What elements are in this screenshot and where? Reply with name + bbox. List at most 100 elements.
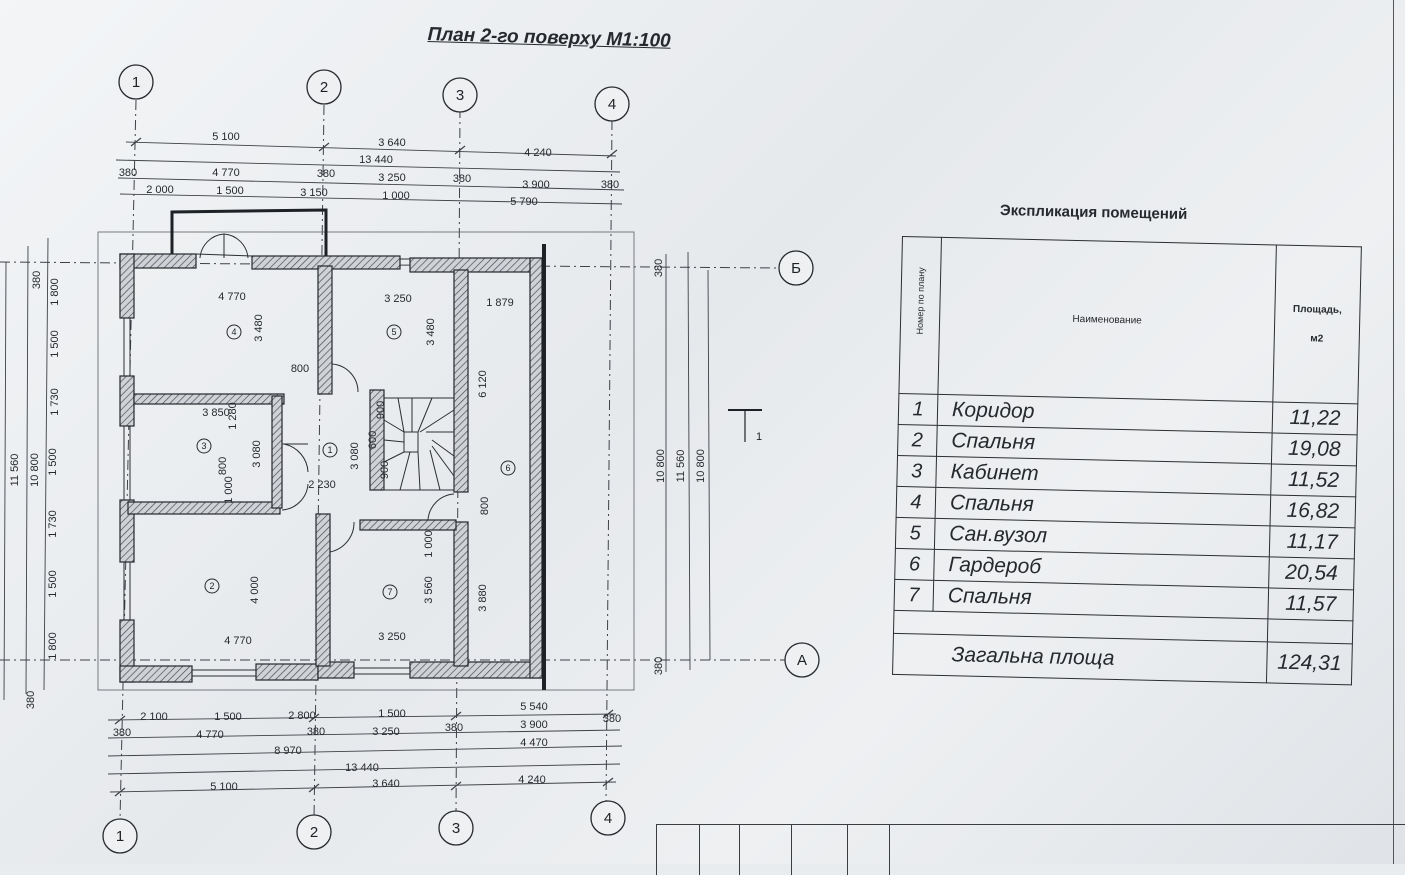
axis-label-4-top: 4 xyxy=(608,96,616,113)
dim-int-2: 1 879 xyxy=(486,297,514,309)
dim-bot-1-3: 1 500 xyxy=(378,708,406,720)
dim-left-0: 380 xyxy=(31,271,43,289)
explication-table: Номер по плану Наименование Площадь, м2 … xyxy=(892,236,1364,692)
axis-label-2-top: 2 xyxy=(320,79,328,96)
dim-left-4: 1 500 xyxy=(47,448,59,476)
dim-int-8: 3 080 xyxy=(251,440,263,468)
dim-int-4: 3 480 xyxy=(425,318,437,346)
dim-bot-2-0: 380 xyxy=(113,727,131,739)
dim-right-1: 10 800 xyxy=(655,449,667,483)
dim-bot-1-4: 5 540 xyxy=(520,701,548,713)
dim-top-4-0: 2 000 xyxy=(146,184,174,196)
dim-left-7: 1 800 xyxy=(47,632,59,660)
room-number: 2 xyxy=(897,424,938,457)
dim-int-13: 900 xyxy=(375,401,387,419)
room-area: 11,22 xyxy=(1272,401,1358,435)
room-number: 1 xyxy=(898,393,938,426)
room-label-5: 5 xyxy=(391,327,396,337)
total-label: Загальна площа xyxy=(892,633,1268,683)
room-number: 7 xyxy=(894,579,934,612)
axis-bubble-3-bottom xyxy=(438,810,474,846)
room-area: 11,57 xyxy=(1267,587,1354,621)
dim-int-1: 3 250 xyxy=(384,293,412,305)
axis-bubble-3-top xyxy=(442,77,478,113)
dim-bot-1-1: 1 500 xyxy=(214,711,242,723)
dim-bot-5-2: 4 240 xyxy=(518,774,546,786)
room-label-4: 4 xyxy=(231,327,236,337)
dim-int-6: 3 850 xyxy=(202,407,230,419)
balcony-door xyxy=(195,233,253,259)
dim-top-3-4: 380 xyxy=(453,173,471,185)
dim-top-4-4: 5 790 xyxy=(510,196,538,208)
room-label-3: 3 xyxy=(201,441,206,451)
dimension-ticks xyxy=(114,137,618,797)
dim-bot-2-6: 380 xyxy=(603,713,621,725)
dim-bot-2-3: 3 250 xyxy=(372,726,400,738)
dim-bot-2-2: 380 xyxy=(307,726,325,738)
axis-bubble-4-bottom xyxy=(590,800,626,836)
room-markers xyxy=(196,324,516,600)
axis-label-1-top: 1 xyxy=(132,74,140,91)
room-area: 20,54 xyxy=(1268,556,1355,590)
dim-left-1: 1 800 xyxy=(49,278,61,306)
header-number-label: Номер по плану xyxy=(914,267,927,335)
dim-int-20: 3 560 xyxy=(423,576,435,604)
dim-int-16: 6 120 xyxy=(477,370,489,398)
axis-label-3-top: 3 xyxy=(456,87,464,104)
dim-left-outer: 11 560 xyxy=(9,454,21,487)
room-area: 11,52 xyxy=(1270,463,1357,497)
axis-label-3-bottom: 3 xyxy=(452,820,460,837)
header-name: Наименование xyxy=(937,237,1277,402)
room-area: 16,82 xyxy=(1270,494,1356,528)
axis-label-1-bottom: 1 xyxy=(116,828,124,845)
staircase xyxy=(383,397,455,491)
axis-bubble-a xyxy=(784,642,820,678)
dim-int-5: 800 xyxy=(291,363,309,375)
dim-bot-1-0: 2 100 xyxy=(140,711,168,723)
axis-bubble-4-top xyxy=(594,86,630,122)
dim-top-3-2: 380 xyxy=(317,168,335,180)
dim-bot-2-4: 380 xyxy=(445,722,463,734)
room-number: 5 xyxy=(895,517,936,550)
room-label-7: 7 xyxy=(387,587,392,597)
dim-int-0: 4 770 xyxy=(218,291,246,303)
plan-frame xyxy=(97,231,635,691)
dimension-texts: 5 100 3 640 4 240 13 440 380 4 770 380 3… xyxy=(113,131,621,793)
dim-left-8: 380 xyxy=(25,691,37,709)
dim-right-2: 11 560 xyxy=(675,450,687,483)
dimension-lines xyxy=(3,141,711,793)
dim-int-21: 3 250 xyxy=(378,631,406,643)
dim-bot-4-0: 13 440 xyxy=(345,762,379,774)
dim-left-3: 1 730 xyxy=(49,388,61,416)
dim-top-4-2: 3 150 xyxy=(300,187,328,199)
total-value: 124,31 xyxy=(1266,641,1353,685)
dim-top-3-1: 4 770 xyxy=(212,167,240,179)
axis-label-2-bottom: 2 xyxy=(310,824,318,841)
room-number: 3 xyxy=(896,455,937,488)
axis-bubble-2-top xyxy=(306,69,342,105)
dim-top-3-0: 380 xyxy=(119,167,137,179)
dim-top-1-1: 3 640 xyxy=(378,137,406,149)
dim-top-3-3: 3 250 xyxy=(378,172,406,184)
interior-doors xyxy=(281,363,455,553)
dim-right-3: 10 800 xyxy=(695,449,707,483)
section-mark-label: 1 xyxy=(756,431,762,443)
dim-int-3: 3 480 xyxy=(253,314,265,342)
dim-int-11: 3 080 xyxy=(349,442,361,470)
dim-bot-5-1: 3 640 xyxy=(372,778,400,790)
dim-int-19: 4 770 xyxy=(224,635,252,647)
axis-bubble-2-bottom xyxy=(296,814,332,850)
axis-label-a: А xyxy=(797,652,807,669)
axis-bubble-b xyxy=(778,250,814,286)
axis-label-4-bottom: 4 xyxy=(604,810,612,827)
dim-int-14: 900 xyxy=(379,461,391,479)
dim-int-9: 800 xyxy=(217,457,229,475)
axis-grid-lines xyxy=(0,99,785,821)
windows xyxy=(123,258,410,677)
dim-int-22: 1 000 xyxy=(423,530,435,558)
dim-left-5: 1 730 xyxy=(47,510,59,538)
axis-markers xyxy=(102,64,820,854)
walls xyxy=(119,253,543,683)
